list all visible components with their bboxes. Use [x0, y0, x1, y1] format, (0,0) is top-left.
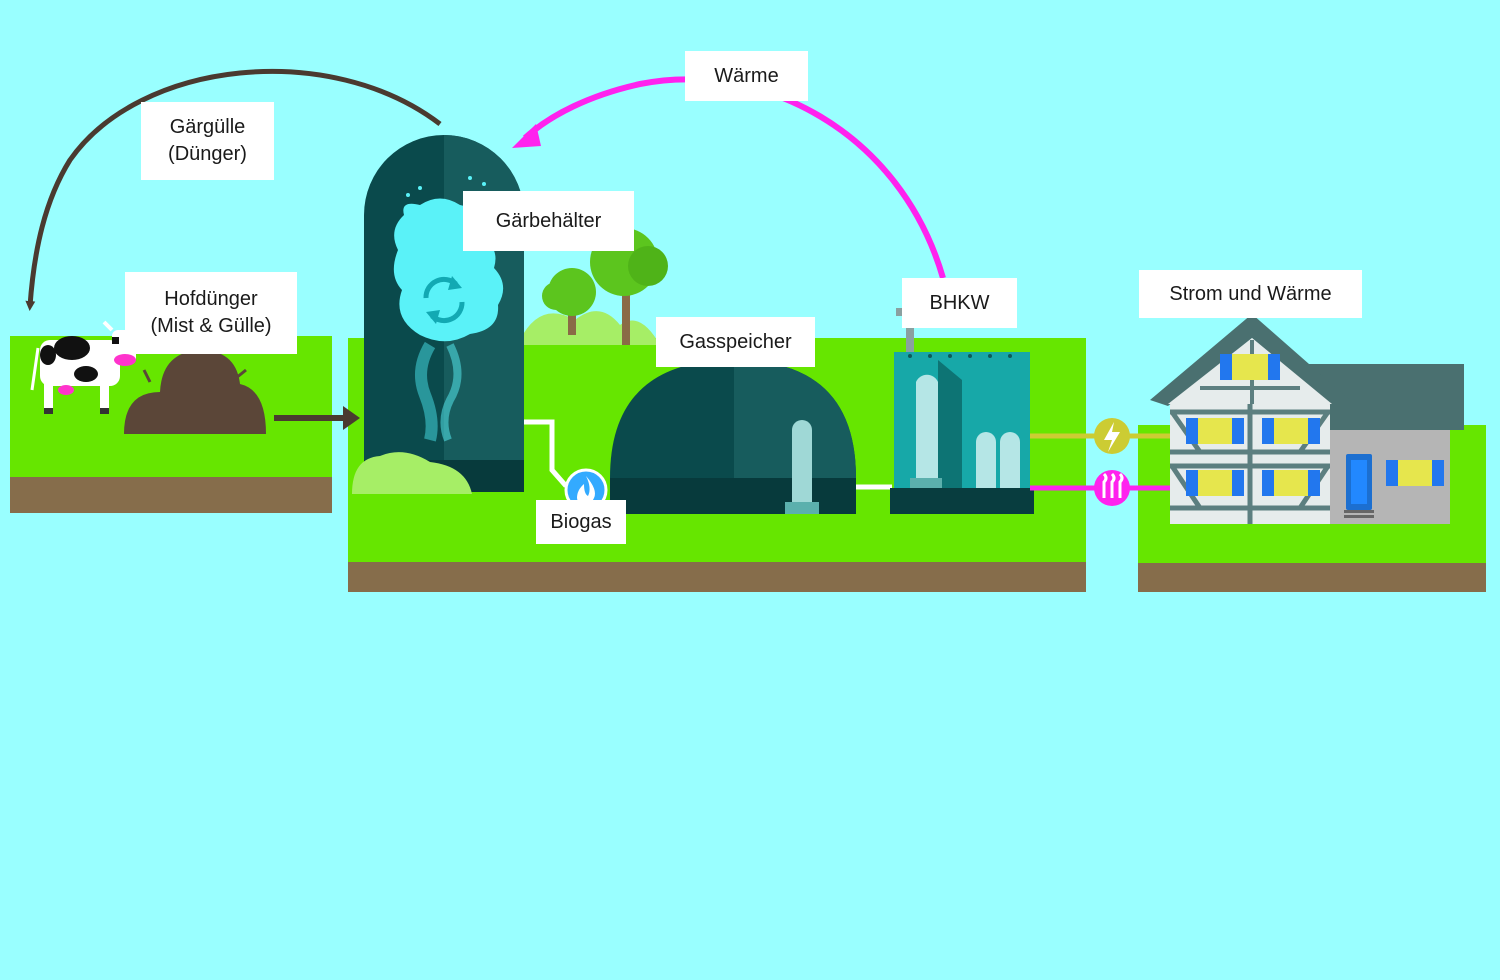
label-strom-und-waerme: Strom und Wärme	[1139, 270, 1362, 318]
label-gaerbehaelter-text: Gärbehälter	[495, 209, 602, 232]
bush-front	[352, 452, 472, 494]
label-strom-und-waerme-text: Strom und Wärme	[1169, 282, 1332, 305]
label-hofduenger-line2: (Mist & Gülle)	[150, 315, 272, 337]
label-waerme-text: Wärme	[714, 64, 779, 87]
farm-ground	[10, 336, 332, 513]
biogas-pipe	[524, 419, 568, 488]
label-gasspeicher: Gasspeicher	[656, 317, 815, 367]
label-biogas: Biogas	[536, 500, 626, 544]
label-gaerguelle-line2: (Dünger)	[168, 143, 247, 165]
house-icon	[1150, 314, 1464, 524]
waerme-arrowhead	[512, 124, 541, 148]
label-hofduenger: Hofdünger (Mist & Gülle)	[125, 272, 297, 354]
gaerbehaelter-tank	[364, 135, 524, 492]
recycle-icon	[423, 276, 465, 324]
label-bhkw: BHKW	[902, 278, 1017, 328]
gasspeicher-dome	[610, 360, 856, 514]
label-gasspeicher-text: Gasspeicher	[679, 330, 792, 353]
label-hofduenger-line1: Hofdünger	[164, 288, 258, 310]
gaerguelle-arrow	[25, 68, 442, 311]
cow-icon	[30, 320, 148, 414]
tree-icon	[520, 228, 668, 345]
label-gaerguelle-line1: Gärgülle	[169, 116, 246, 138]
label-waerme: Wärme	[685, 51, 808, 101]
label-gaerbehaelter: Gärbehälter	[463, 191, 634, 251]
heating-icon	[1094, 470, 1130, 506]
label-biogas-text: Biogas	[550, 510, 612, 533]
label-bhkw-text: BHKW	[929, 291, 990, 314]
feed-arrow	[274, 406, 360, 430]
label-gaerguelle: Gärgülle (Dünger)	[141, 102, 274, 180]
bhkw-unit	[890, 308, 1034, 514]
lightning-icon	[1094, 418, 1130, 454]
